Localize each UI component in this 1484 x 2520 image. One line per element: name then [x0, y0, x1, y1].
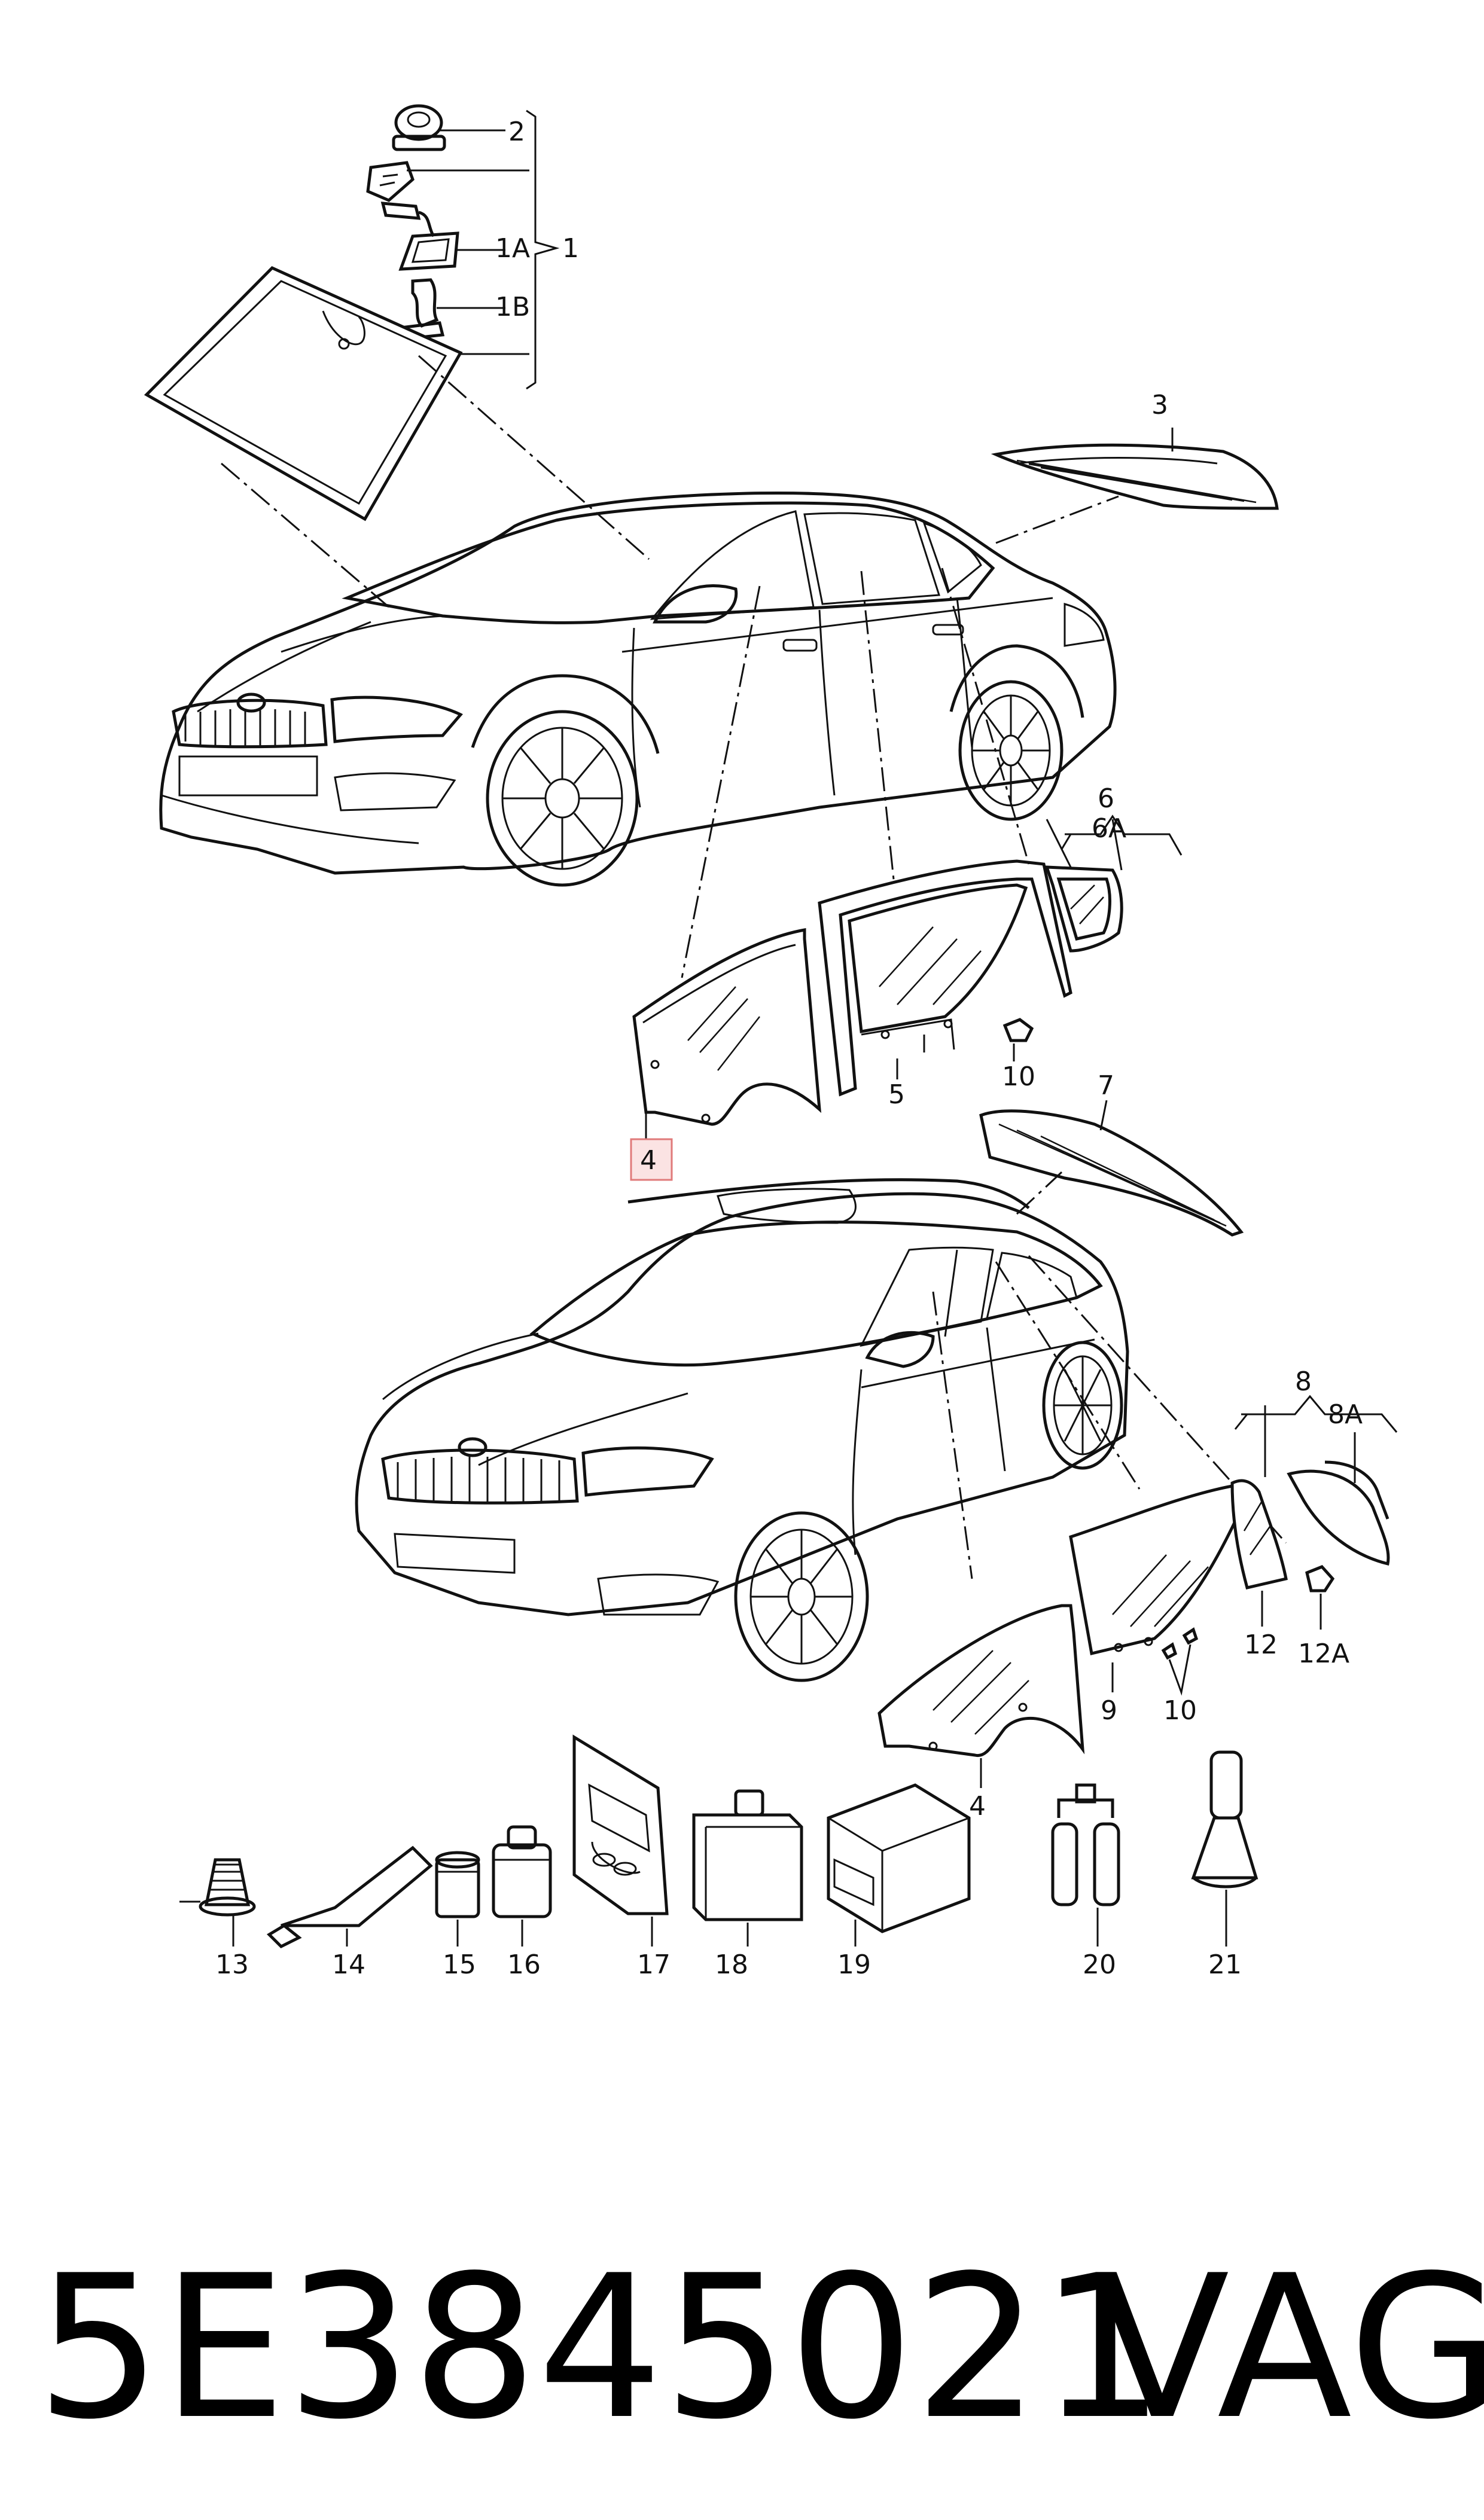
rain-sensor-part[interactable]: [392, 104, 446, 151]
callout-10-top: 10: [1002, 1061, 1035, 1092]
rear-window-glass-part[interactable]: [991, 443, 1279, 510]
callout-1: 1: [562, 233, 579, 264]
callout-13: 13: [215, 1950, 249, 1980]
callout-4-bottom: 4: [969, 1791, 986, 1822]
callout-1b: 1B: [495, 292, 530, 322]
callout-2: 2: [508, 117, 525, 147]
windscreen-glass-part[interactable]: [144, 266, 463, 521]
sedan-car-illustration: [159, 491, 1117, 887]
callout-4-top: 4: [640, 1145, 657, 1176]
rear-window-estate-part[interactable]: [979, 1109, 1244, 1237]
highlighted-part-box[interactable]: [630, 1112, 673, 1181]
callout-20: 20: [1083, 1950, 1116, 1980]
consumable-14[interactable]: [266, 1845, 433, 1949]
callout-21: 21: [1208, 1950, 1242, 1980]
callout-12: 12: [1244, 1630, 1278, 1660]
callout-8: 8: [1295, 1366, 1312, 1397]
quarter-glass-estate-part[interactable]: [1230, 1479, 1288, 1590]
estate-car-illustration: [355, 1178, 1129, 1682]
callout-10-bottom: 10: [1163, 1695, 1197, 1726]
callout-6: 6: [1098, 783, 1114, 814]
callout-5: 5: [888, 1079, 905, 1110]
callout-6a: 6A: [1092, 813, 1126, 844]
callout-14: 14: [332, 1950, 365, 1980]
consumable-13[interactable]: [179, 1858, 256, 1947]
consumable-16[interactable]: [492, 1825, 552, 1947]
callout-18: 18: [715, 1950, 748, 1980]
quarter-glass-sedan-part[interactable]: [1044, 865, 1123, 953]
sensor-holder-part[interactable]: [366, 161, 421, 220]
consumable-18[interactable]: [692, 1789, 803, 1947]
callout-12a: 12A: [1298, 1639, 1349, 1669]
module-1a-part[interactable]: [398, 210, 459, 271]
quarter-seal-estate-part[interactable]: [1287, 1460, 1390, 1566]
clip-estate-part[interactable]: [1305, 1565, 1335, 1630]
rear-door-glass-estate-part[interactable]: [1069, 1484, 1253, 1656]
front-door-glass-estate-part[interactable]: [877, 1604, 1085, 1758]
windscreen-assembly: [144, 104, 650, 608]
brand-label: VAG: [1095, 2233, 1484, 2463]
consumable-20[interactable]: [1051, 1783, 1120, 1947]
consumable-17[interactable]: [572, 1734, 669, 1947]
sedan-front-wheel: [471, 674, 660, 887]
clips-estate-part[interactable]: [1161, 1627, 1199, 1696]
consumable-21[interactable]: [1191, 1750, 1258, 1947]
consumable-15[interactable]: [435, 1851, 480, 1947]
part-number: 5E3845021: [36, 2233, 1165, 2463]
callout-9: 9: [1101, 1695, 1117, 1726]
callout-17: 17: [637, 1950, 671, 1980]
callout-15: 15: [443, 1950, 476, 1980]
front-door-glass-sedan-part[interactable]: [632, 928, 822, 1126]
callout-19: 19: [837, 1950, 871, 1980]
rear-door-glass-sedan-part[interactable]: [818, 859, 1072, 1097]
clip-sedan-part[interactable]: [1002, 1018, 1034, 1061]
consumable-19[interactable]: [827, 1783, 971, 1947]
callout-7: 7: [1098, 1070, 1114, 1101]
callout-16: 16: [507, 1950, 541, 1980]
callout-8a: 8A: [1328, 1399, 1363, 1430]
callout-1a: 1A: [495, 233, 530, 264]
callout-3: 3: [1151, 390, 1168, 420]
